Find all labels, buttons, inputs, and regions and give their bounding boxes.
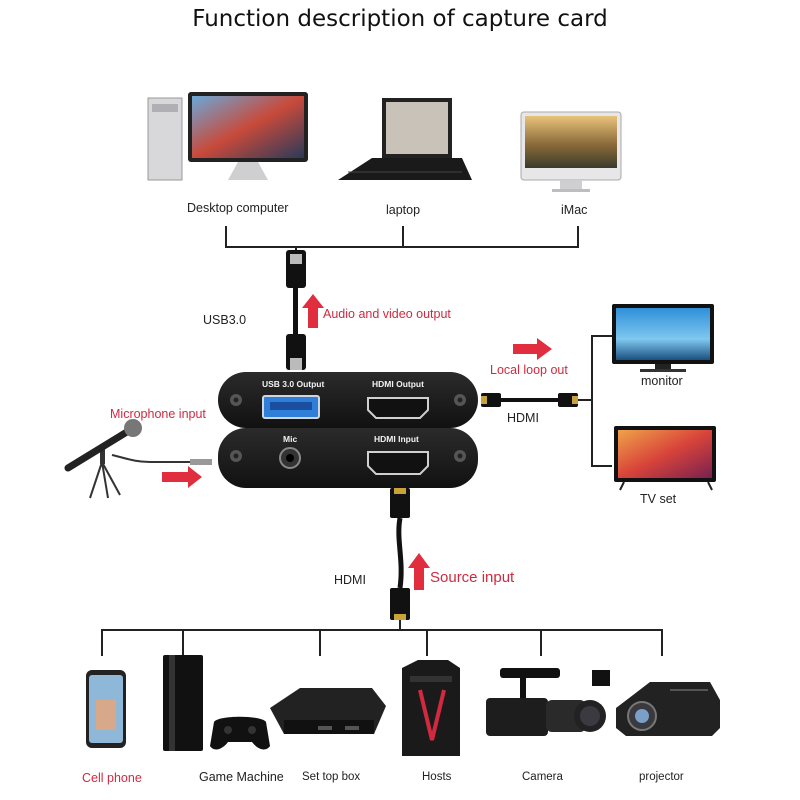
capture-card-input-unit	[218, 428, 478, 488]
source-input-arrow	[408, 553, 430, 590]
laptop-icon	[338, 98, 472, 180]
audio-video-output-label: Audio and video output	[323, 307, 451, 321]
game-machine-label: Game Machine	[199, 770, 284, 784]
cell-phone-icon	[86, 670, 126, 748]
laptop-label: laptop	[386, 203, 421, 217]
game-machine-icon	[163, 655, 270, 751]
source-connector-bracket	[101, 620, 663, 656]
camcorder-icon	[486, 668, 610, 736]
source-input-label: Source input	[430, 569, 515, 586]
projector-icon	[616, 682, 720, 736]
monitor-icon	[612, 304, 714, 372]
hdmi-output-port-label: HDMI Output	[372, 379, 424, 389]
monitor-label: monitor	[641, 374, 683, 388]
usb-port-label: USB 3.0 Output	[262, 379, 325, 389]
hdmi-input-port-label: HDMI Input	[374, 434, 419, 444]
set-top-box-icon	[270, 688, 386, 734]
microphone-input-label: Microphone input	[110, 407, 206, 421]
tv-icon	[614, 426, 716, 491]
projector-label: projector	[639, 771, 684, 783]
mic-port-label: Mic	[283, 434, 298, 444]
microphone-input-arrow	[162, 466, 202, 488]
hdmi-bottom-label: HDMI	[334, 573, 366, 587]
hosts-label: Hosts	[422, 771, 452, 783]
usb-cable-icon	[286, 250, 306, 370]
local-loop-out-label: Local loop out	[490, 363, 568, 377]
hosts-tower-icon	[402, 660, 460, 756]
set-top-box-label: Set top box	[302, 771, 361, 783]
imac-icon	[520, 111, 622, 192]
diagram-title: Function description of capture card	[192, 6, 608, 32]
hdmi-source-cable-icon	[390, 488, 410, 620]
local-loop-out-arrow	[513, 338, 552, 360]
desktop-computer-icon	[147, 92, 308, 181]
usb-label: USB3.0	[203, 313, 247, 327]
camera-label: Camera	[522, 771, 563, 783]
display-connector-bracket	[578, 335, 612, 467]
hdmi-right-label: HDMI	[507, 411, 539, 425]
microphone-icon	[64, 419, 212, 499]
imac-label: iMac	[561, 203, 588, 217]
tv-set-label: TV set	[640, 492, 677, 506]
top-connector-bracket	[225, 226, 579, 262]
audio-video-output-arrow	[302, 294, 324, 328]
desktop-computer-label: Desktop computer	[187, 201, 289, 215]
hdmi-loop-cable-icon	[481, 393, 578, 407]
capture-card-output-unit	[218, 372, 478, 428]
cell-phone-label: Cell phone	[82, 771, 142, 785]
